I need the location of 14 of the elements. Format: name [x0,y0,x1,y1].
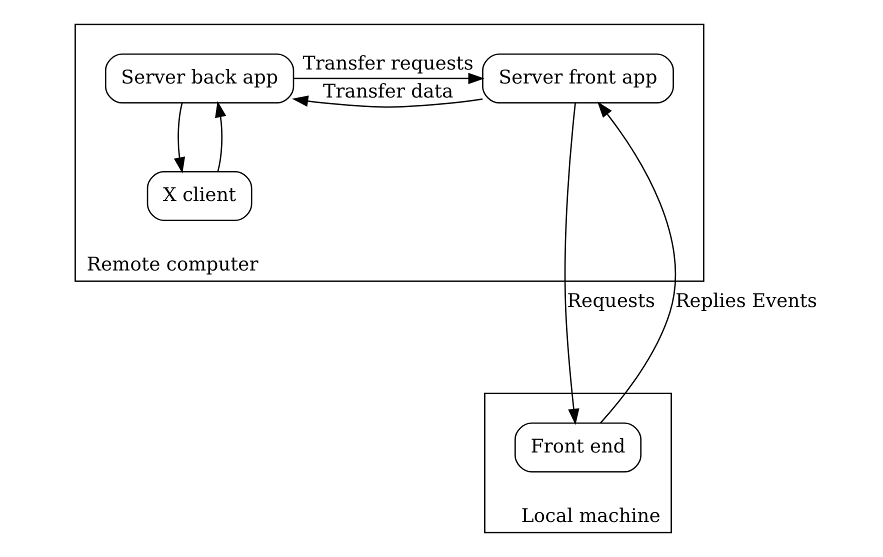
arrow [292,96,483,108]
edge-label: Transfer requests [302,52,474,74]
edge-label: Replies Events [675,290,818,312]
node-box: Front end [514,422,642,472]
arrow [597,102,676,424]
node-box: X client [146,171,252,222]
arrow [215,101,226,172]
arrow [564,102,580,425]
arrow [294,72,485,84]
node-box: Server back app [104,53,294,104]
arrow [174,102,186,174]
edge-label: Requests [567,290,656,312]
edge-label: Transfer data [322,80,454,103]
node-box: Server front app [482,53,674,104]
